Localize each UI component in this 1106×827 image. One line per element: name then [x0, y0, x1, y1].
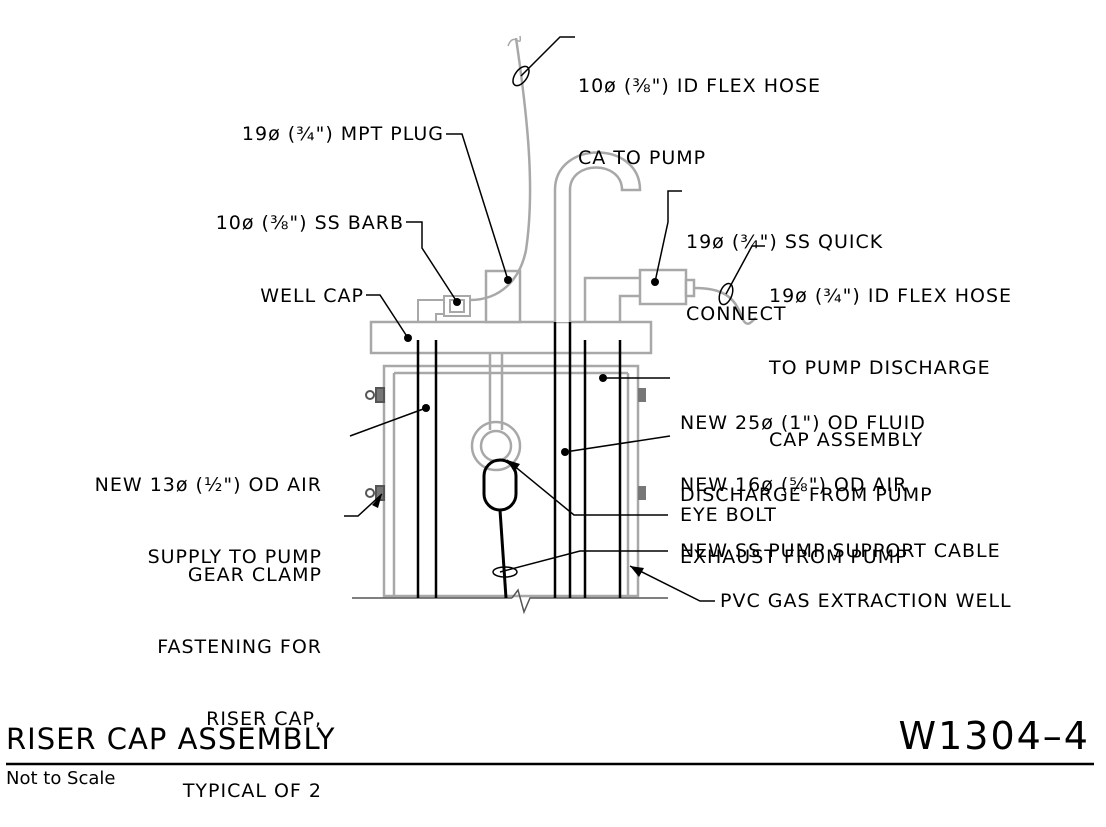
label-line: NEW 16ø (⅝") OD AIR	[680, 474, 908, 496]
gooseneck-vent	[553, 151, 642, 322]
flex-hose-ca	[469, 37, 532, 302]
label-line: NEW 25ø (1") OD FLUID	[680, 412, 926, 434]
label-line: SUPPLY TO PUMP	[147, 546, 322, 568]
label-air-supply: NEW 13ø (½") OD AIR SUPPLY TO PUMP	[95, 425, 322, 593]
flex-hose-discharge	[693, 286, 757, 326]
label-line: TO PUMP DISCHARGE	[769, 357, 991, 379]
pvc-well	[393, 373, 629, 596]
label-line: 19ø (¾") ID FLEX HOSE	[769, 285, 1013, 307]
fluid-discharge-pipe	[583, 340, 622, 598]
label-support-cable: NEW SS PUMP SUPPORT CABLE	[680, 540, 1001, 562]
label-line: CONNECT	[686, 303, 787, 325]
label-well-cap: WELL CAP	[260, 285, 364, 307]
label-flex-hose-ca: 10ø (⅜") ID FLEX HOSE CA TO PUMP	[578, 26, 821, 194]
label-line: 19ø (¾") SS QUICK	[686, 231, 884, 253]
leader-dots	[404, 276, 659, 456]
flex-hose-ca-end	[507, 35, 522, 47]
label-gear-clamp: GEAR CLAMP FASTENING FOR RISER CAP, TYPI…	[157, 515, 322, 827]
leader-arrows	[372, 460, 644, 577]
label-fluid-discharge: NEW 25ø (1") OD FLUID DISCHARGE FROM PUM…	[680, 363, 933, 531]
label-line: 10ø (⅜") ID FLEX HOSE	[578, 75, 822, 97]
gear-clamp-left	[365, 387, 385, 501]
riser-cap-shell	[382, 364, 640, 598]
air-exhaust-pipe	[553, 322, 572, 598]
label-line: NEW 13ø (½") OD AIR	[94, 474, 322, 496]
label-line: GEAR CLAMP	[187, 564, 322, 586]
label-line: CA TO PUMP	[578, 147, 707, 169]
label-ss-barb: 10ø (⅜") SS BARB	[215, 212, 404, 234]
well-cap	[369, 320, 653, 355]
ground-line	[352, 588, 668, 615]
air-supply-pipe	[416, 340, 438, 598]
label-line: EXHAUST FROM PUMP	[680, 546, 908, 568]
label-line: TYPICAL OF 2	[182, 780, 322, 802]
scale-note: Not to Scale	[6, 768, 116, 789]
label-line: FASTENING FOR	[157, 636, 322, 658]
eye-bolt	[470, 353, 522, 472]
support-cable	[482, 458, 518, 599]
drawing-number: W1304–4	[898, 714, 1090, 758]
label-line: RISER CAP,	[206, 708, 322, 730]
label-flex-hose-discharge: 19ø (¾") ID FLEX HOSE TO PUMP DISCHARGE …	[769, 236, 1012, 476]
label-mpt-plug: 19ø (¾") MPT PLUG	[241, 123, 444, 145]
ss-barb-fitting	[417, 295, 471, 322]
label-quick-connect: 19ø (¾") SS QUICK CONNECT	[686, 182, 883, 350]
label-pvc-well: PVC GAS EXTRACTION WELL	[720, 590, 1012, 612]
label-eye-bolt: EYE BOLT	[680, 504, 777, 526]
drawing-title: RISER CAP ASSEMBLY	[6, 722, 336, 756]
gear-clamp-right	[638, 388, 646, 500]
label-line: CAP ASSEMBLY	[769, 429, 923, 451]
label-line: DISCHARGE FROM PUMP	[680, 484, 933, 506]
discharge-riser	[583, 276, 640, 322]
label-air-exhaust: NEW 16ø (⅝") OD AIR EXHAUST FROM PUMP	[680, 425, 908, 593]
leader-lines	[344, 36, 765, 602]
quick-connect	[638, 268, 696, 306]
riser-cap-drawing	[6, 35, 1094, 766]
